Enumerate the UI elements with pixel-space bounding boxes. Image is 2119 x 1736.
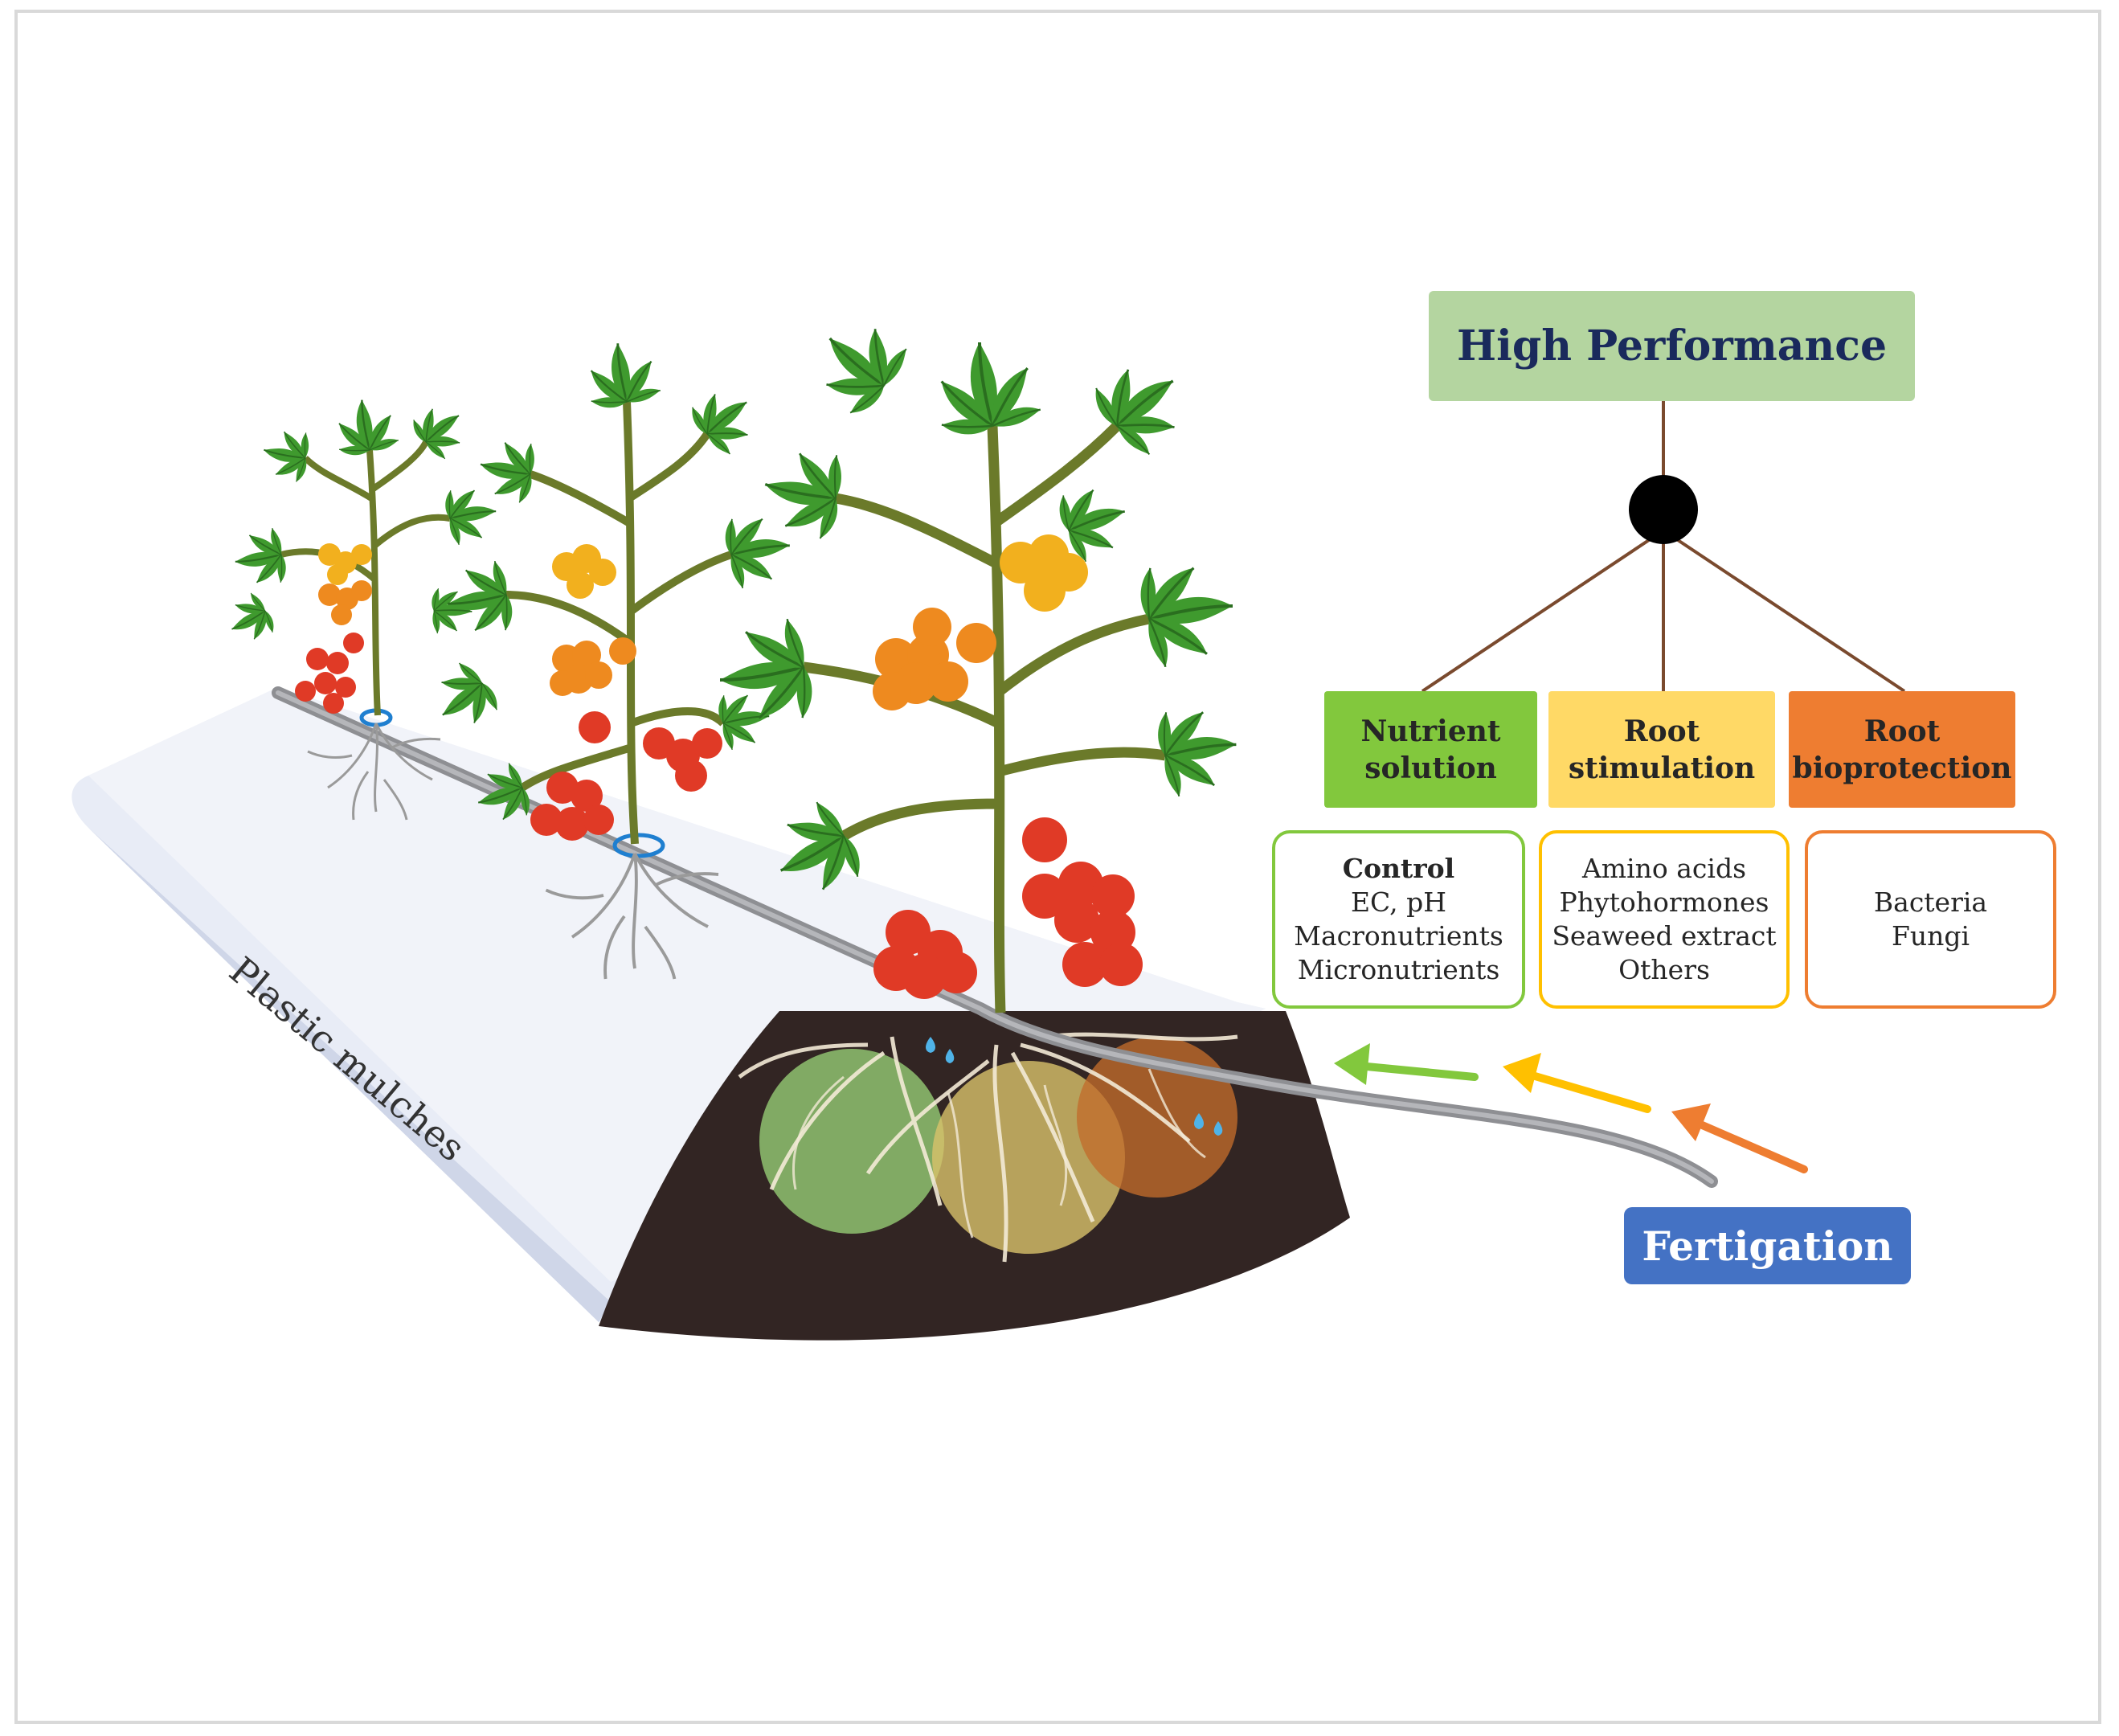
nutrient-solution-label-line1: Nutrient	[1360, 714, 1501, 748]
plastic-mulch-bed	[72, 687, 1266, 1322]
root-bioprotection-details: Bacteria Fungi	[1805, 830, 2056, 1009]
detail-item: Bacteria	[1873, 886, 1988, 918]
detail-item: Amino acids	[1581, 853, 1747, 884]
tomato-plant-large	[720, 304, 1236, 1013]
nutrient-solution-box: Nutrient solution	[1324, 691, 1537, 808]
input-arrows	[1334, 1043, 1808, 1173]
high-performance-label: High Performance	[1456, 321, 1888, 371]
root-bioprotection-box: Root bioprotection	[1789, 691, 2015, 808]
root-stimulation-details: Amino acids Phytohormones Seaweed extrac…	[1539, 830, 1790, 1009]
fertigation-box: Fertigation	[1624, 1207, 1911, 1284]
high-performance-box: High Performance	[1429, 291, 1915, 401]
detail-item: Macronutrients	[1294, 920, 1503, 952]
detail-item: Seaweed extract	[1552, 920, 1777, 952]
water-drops	[926, 1037, 1223, 1136]
detail-item: Micronutrients	[1297, 954, 1500, 985]
fertigation-label: Fertigation	[1642, 1222, 1893, 1270]
junction-node	[1629, 475, 1698, 544]
detail-item: EC, pH	[1350, 886, 1447, 918]
nutrient-solution-details: Control EC, pH Macronutrients Micronutri…	[1272, 830, 1525, 1009]
root-bioprotection-label-line2: bioprotection	[1792, 751, 2012, 785]
detail-item: Control	[1342, 853, 1455, 884]
root-stimulation-label-line2: stimulation	[1568, 751, 1756, 785]
detail-item: Phytohormones	[1559, 886, 1769, 918]
hierarchy-connectors	[1421, 401, 1906, 693]
root-stimulation-label-line1: Root	[1623, 714, 1700, 748]
root-bioprotection-label-line1: Root	[1863, 714, 1941, 748]
root-stimulation-box: Root stimulation	[1548, 691, 1775, 808]
tomato-plant-medium	[423, 343, 789, 845]
detail-item: Fungi	[1891, 920, 1970, 952]
detail-item: Others	[1618, 954, 1710, 985]
tomato-plant-small	[222, 397, 496, 716]
nutrient-solution-label-line2: solution	[1364, 751, 1497, 785]
